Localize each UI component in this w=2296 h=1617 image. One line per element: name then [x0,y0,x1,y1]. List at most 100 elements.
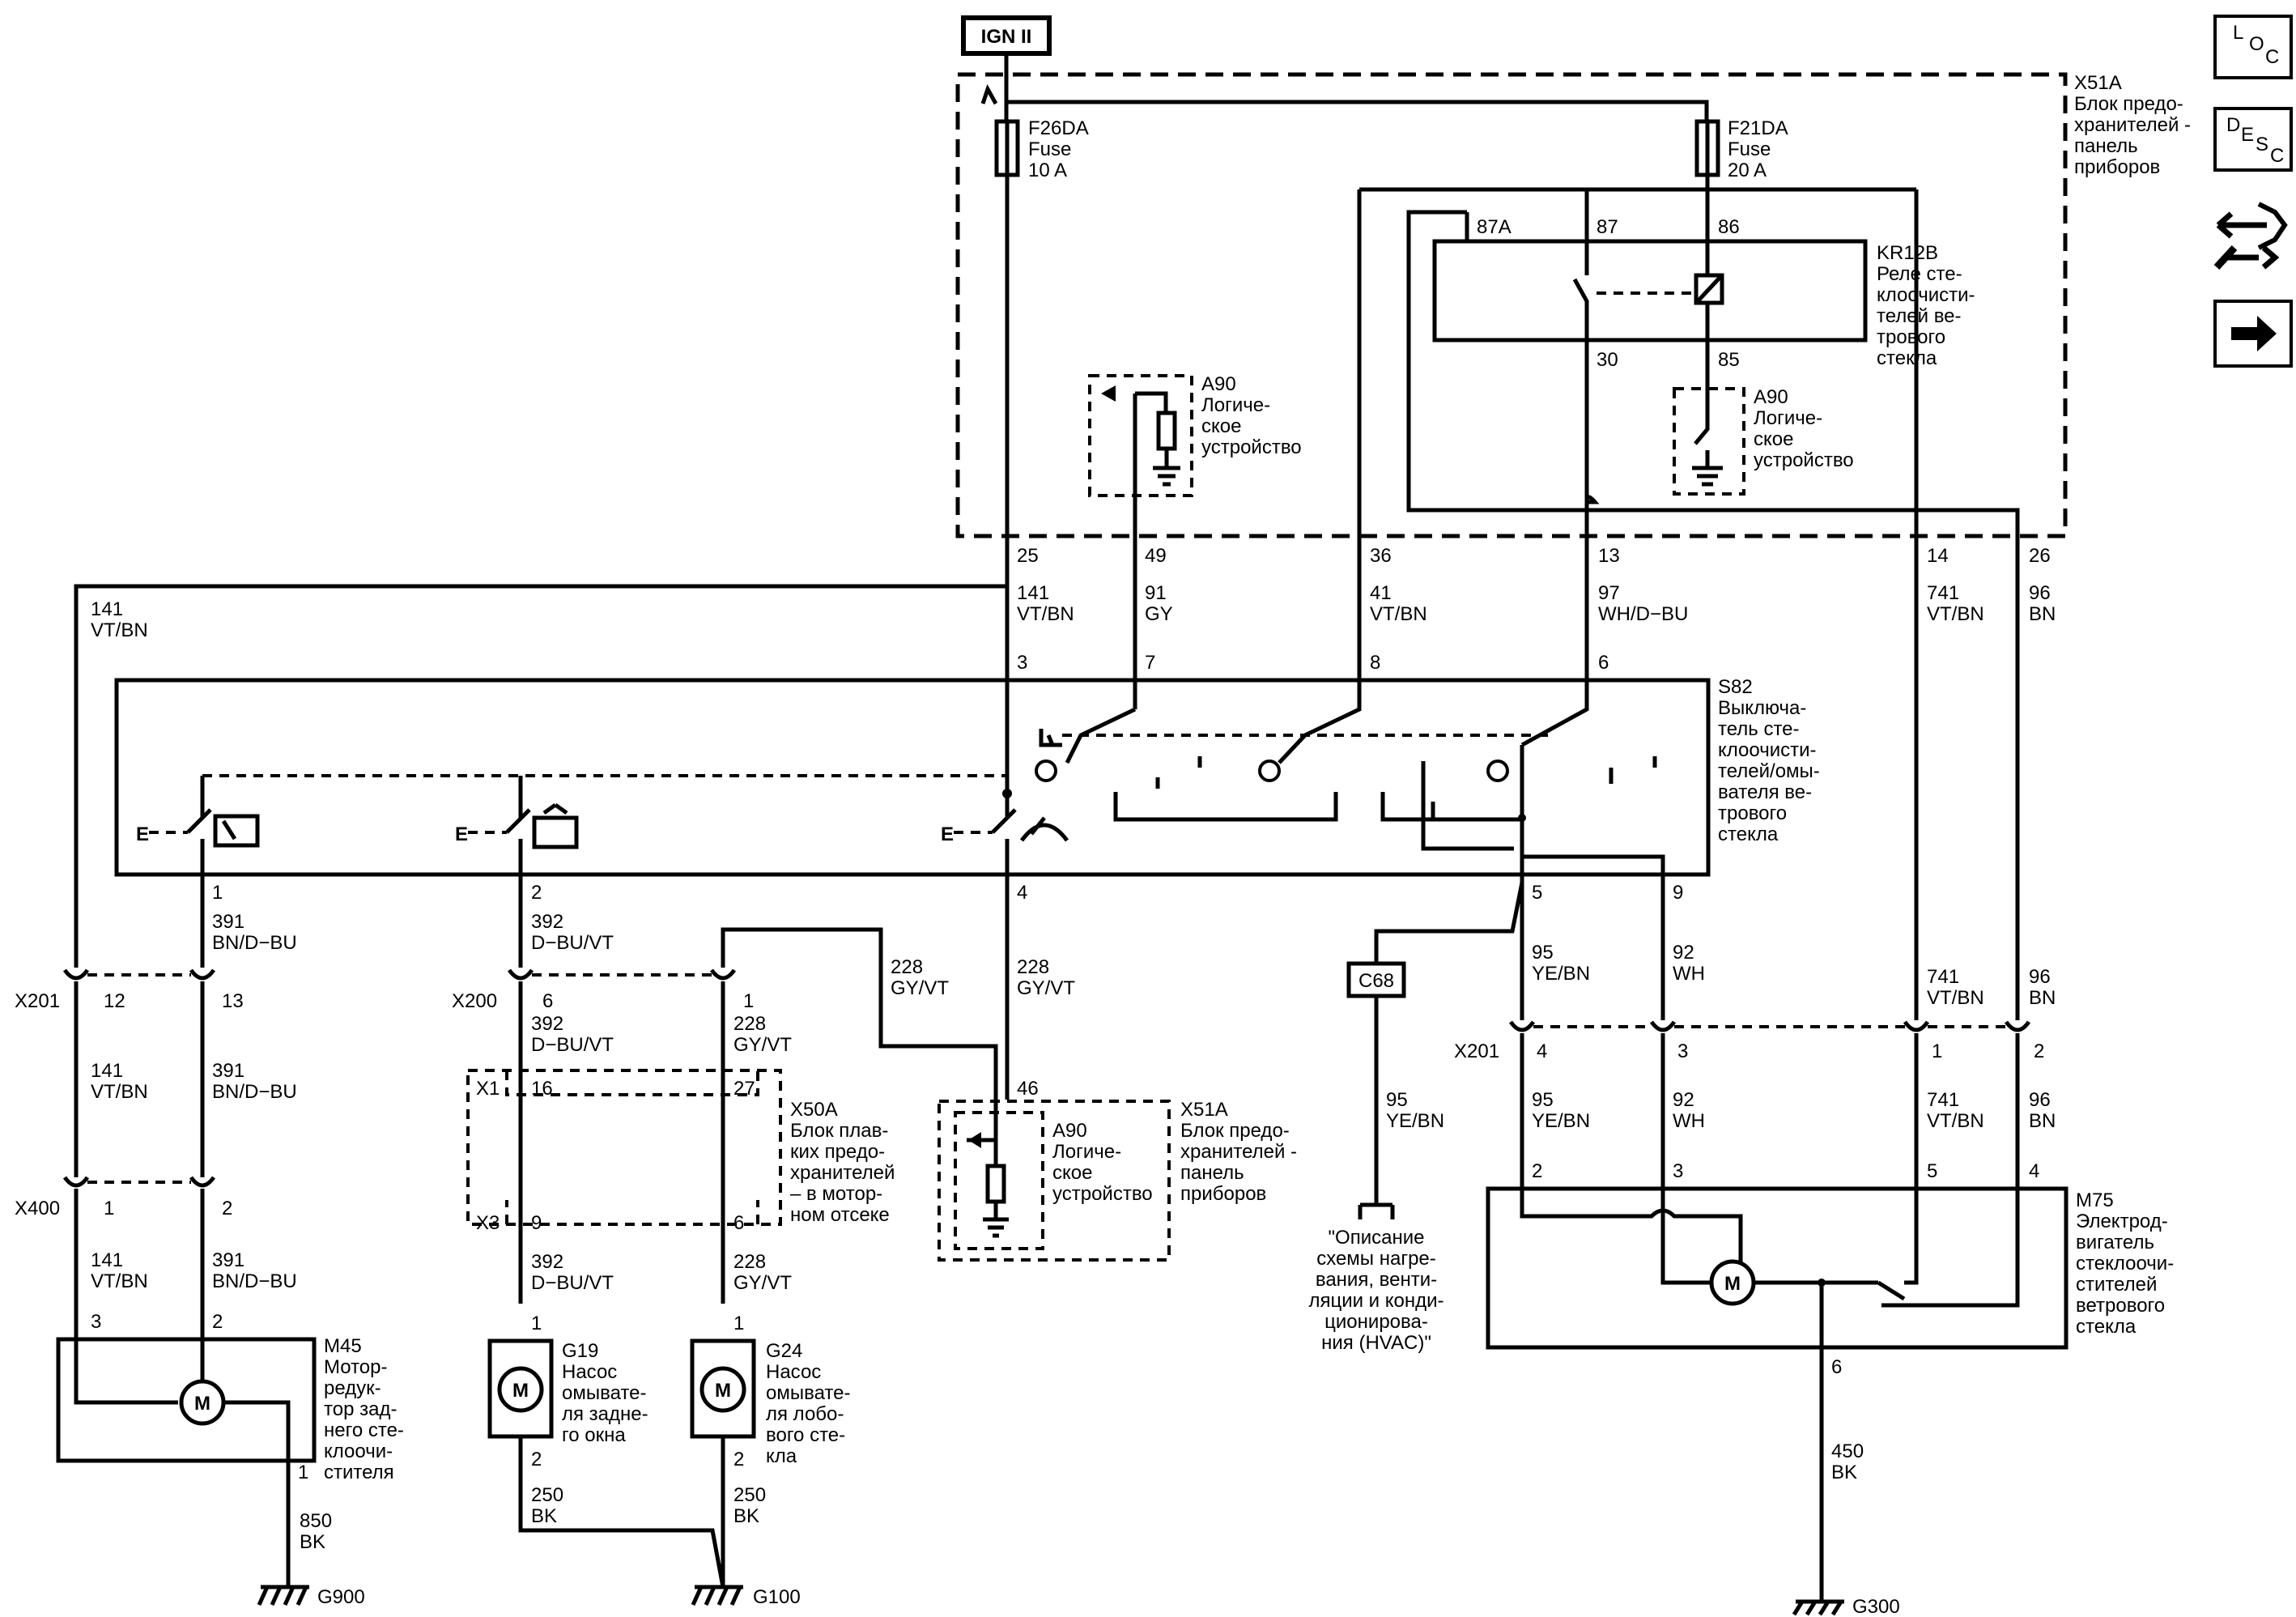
x201-pin-2: 2 [2034,1040,2044,1062]
m75-label-6: стекла [2076,1316,2137,1338]
x50a-pin-6: 6 [733,1212,744,1234]
contact-low [1486,760,1509,782]
relay-kr12b-label-3: телей ве- [1877,305,1962,327]
relay-87a-loop [1406,210,2020,549]
g19-label-0: G19 [562,1340,598,1362]
x51a-label-4: приборов [2074,156,2160,178]
m45-label-3: тор зад- [324,1398,397,1420]
x51a-pin-36: 36 [1370,545,1392,567]
x51a-lower-label-2: хранителей - [1180,1141,1297,1163]
wire-95-hvac [1358,996,1395,1219]
w741-color: VT/BN [1927,603,1984,625]
desc-c: C [2270,145,2284,167]
x50a-label-5: ном отсеке [790,1204,890,1226]
a90-top-ground [1153,449,1180,487]
w450-num: 450 [1831,1440,1864,1462]
desc-button[interactable]: D E S C [2213,107,2293,172]
w228a-color: GY/VT [891,977,949,999]
relay-pin-86: 86 [1718,216,1740,238]
w141-color: VT/BN [1017,603,1074,625]
x51a-pin-49: 49 [1145,545,1167,567]
a90-top-arrow [1101,385,1116,402]
relay-switch-blade [1572,278,1589,502]
g24-motor-letter: M [715,1380,731,1402]
s82-pin-1: 1 [212,882,223,904]
loc-button[interactable]: L O C [2213,15,2293,79]
x51a-lower-label-3: панель [1180,1162,1244,1184]
fuse-f26da-rating: 10 A [1028,160,1067,181]
w228a-num: 228 [891,956,923,978]
w95b-num: 95 [1386,1089,1408,1111]
hvac-ref-3: ляции и конди- [1308,1290,1444,1312]
contact-int [1258,760,1281,782]
m45-label-2: редук- [324,1377,381,1399]
x51a-lower-label-4: приборов [1180,1183,1266,1205]
m45-label-1: Мотор- [324,1356,388,1378]
m75-label-4: стителей [2076,1274,2157,1296]
w92a-num: 92 [1673,942,1694,964]
loc-c: C [2265,46,2279,68]
w91-num: 91 [1145,582,1167,604]
w228c-color: GY/VT [733,1034,792,1056]
x201-pin-12: 12 [104,990,125,1012]
a90-top-label-0: A90 [1201,373,1236,395]
connector-x201-right [1508,1020,2031,1263]
a90-relay-label-1: Логиче- [1754,407,1822,429]
connector-x201-left [62,968,216,1150]
g19-label-4: го окна [562,1424,626,1446]
w92b-color: WH [1673,1110,1705,1132]
m45-label-6: стителя [324,1462,394,1483]
x50a-label-3: хранителей [790,1162,895,1184]
m45-motor-box [56,1337,317,1463]
w96c-color: BN [2029,1110,2056,1132]
a90-relay-label-0: A90 [1754,386,1788,408]
desc-s: S [2256,134,2268,155]
x51a-lower-label-0: X51A [1180,1099,1228,1121]
a90-top-label-3: устройство [1201,436,1302,458]
m75-label-5: ветрового [2076,1295,2165,1317]
w250b-color: BK [733,1505,759,1527]
s82-label-7: стекла [1718,823,1779,845]
s82-label-5: вателя ве- [1718,781,1812,803]
bus-entry-mark [980,83,998,105]
s82-label-1: Выключа- [1718,697,1806,719]
w391c-color: BN/D−BU [212,1270,297,1292]
w450-color: BK [1831,1462,1857,1483]
w41-color: VT/BN [1370,603,1427,625]
x200-pin-6: 6 [542,990,553,1012]
w97-color: WH/D−BU [1598,603,1688,625]
s82-pin-5: 5 [1532,882,1542,904]
wire-250-g19 [518,1436,725,1588]
connector-tool-icon[interactable] [2213,202,2288,270]
hvac-ref-1: схемы нагре- [1316,1248,1436,1270]
m75-label-2: вигатель [2076,1232,2154,1253]
w741b-color: VT/BN [1927,987,1984,1009]
w228b-num: 228 [1017,956,1049,978]
x200-pin-1: 1 [743,990,754,1012]
contact-bar-3 [1421,761,1514,851]
m75-label-3: стеклоочи- [2076,1253,2174,1274]
s82-label-2: тель сте- [1718,718,1800,740]
w141c-num: 141 [91,1249,123,1271]
w41-num: 41 [1370,582,1392,604]
c68-label: C68 [1358,970,1394,992]
g19-pin-2: 2 [531,1449,542,1470]
wire-crossing-hop [1584,495,1600,504]
w250a-num: 250 [531,1484,563,1506]
g19-label-2: омывате- [562,1382,646,1404]
next-arrow-button[interactable] [2213,300,2293,368]
s82-label-0: S82 [1718,676,1753,698]
relay-kr12b-label-4: трового [1877,326,1945,348]
fuse-bus [1006,100,1709,121]
w741b-num: 741 [1927,966,1959,988]
ground-g900-icon [257,1585,309,1606]
a90-lower-arrow [968,1132,981,1148]
hvac-ref-4: ционирова- [1324,1311,1428,1333]
fuse-f21da-name: F21DA [1728,117,1788,139]
ground-g300-icon [1792,1599,1844,1616]
fuse-f26da-name: F26DA [1028,117,1089,139]
s82-pin-3: 3 [1017,652,1027,674]
w96b-num: 96 [2029,966,2051,988]
x50a-connector-outline [505,1070,759,1224]
